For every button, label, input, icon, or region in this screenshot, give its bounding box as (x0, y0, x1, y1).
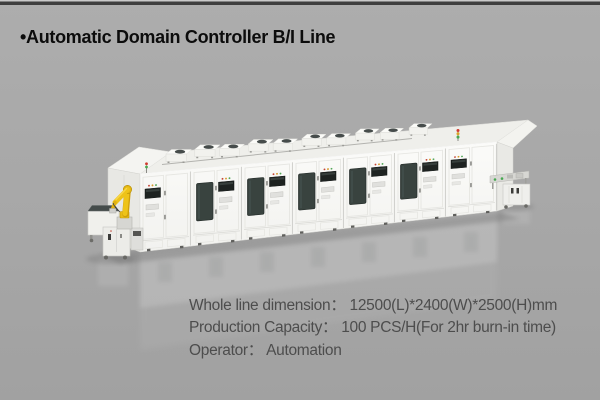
contact-shadow (86, 203, 534, 264)
spec-line-dimension: Whole line dimension： 12500(L)*2400(W)*2… (189, 297, 558, 314)
spec-line-operator: Operator： Automation (189, 341, 342, 359)
unloader-cart (489, 170, 531, 209)
spec-line-capacity: Production Capacity： 100 PCS/H(For 2hr b… (189, 319, 556, 337)
machine-line (107, 119, 538, 253)
robot-arm (109, 185, 133, 230)
signal-tower-right (456, 129, 460, 141)
specs-block: Whole line dimension： 12500(L)*2400(W)*2… (189, 295, 557, 362)
top-strip (0, 0, 600, 5)
page-title: •Automatic Domain Controller B/I Line (20, 27, 336, 47)
signal-tower-left (145, 162, 148, 173)
loader-cart (87, 205, 144, 260)
